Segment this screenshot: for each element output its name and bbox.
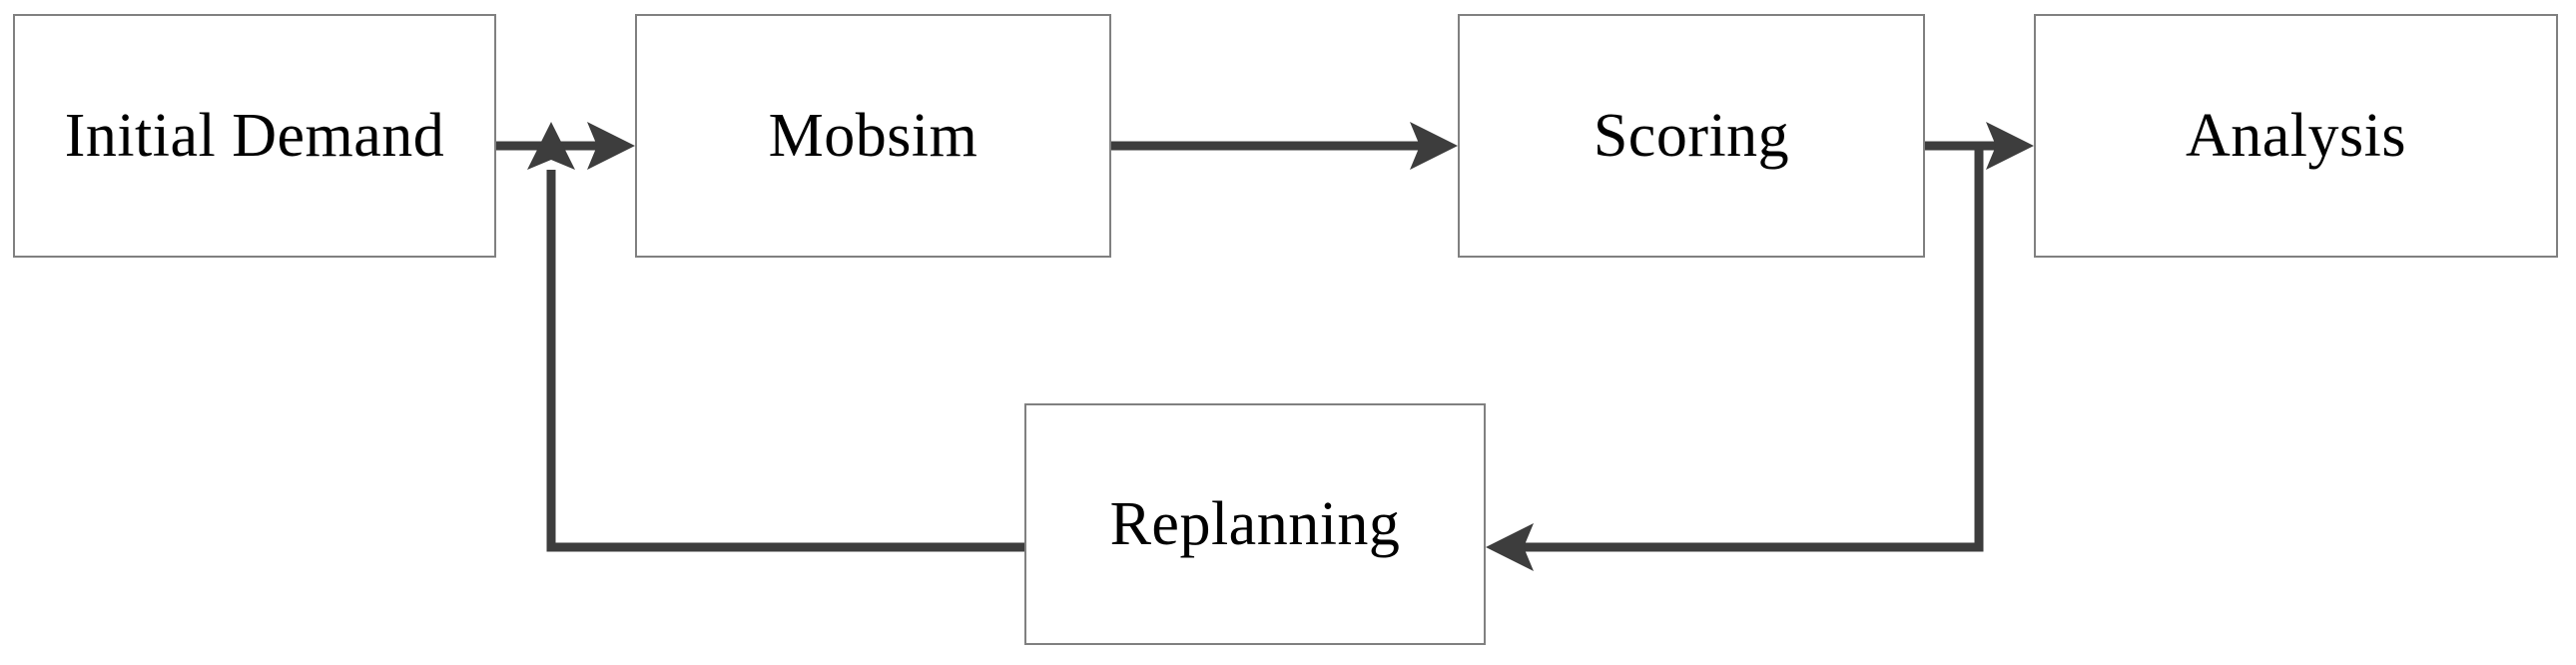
arrowhead-right-icon [1410,122,1458,170]
node-label-scoring: Scoring [1593,102,1790,170]
node-label-mobsim: Mobsim [768,102,978,170]
arrowhead-right-icon [1986,122,2034,170]
node-label-replanning: Replanning [1109,490,1401,558]
node-label-analysis: Analysis [2186,102,2406,170]
node-analysis[interactable]: Analysis [2034,14,2558,258]
arrowhead-right-icon [587,122,635,170]
node-initial-demand[interactable]: Initial Demand [13,14,496,258]
edge-scoring-to-analysis [1925,122,2034,170]
node-scoring[interactable]: Scoring [1458,14,1925,258]
edge-initial-demand-to-mobsim [496,122,635,170]
arrowhead-up-icon [527,122,575,170]
arrowhead-left-icon [1486,523,1534,571]
edge-mobsim-to-scoring [1111,122,1458,170]
node-mobsim[interactable]: Mobsim [635,14,1111,258]
node-replanning[interactable]: Replanning [1024,403,1486,645]
node-label-initial-demand: Initial Demand [64,102,445,170]
